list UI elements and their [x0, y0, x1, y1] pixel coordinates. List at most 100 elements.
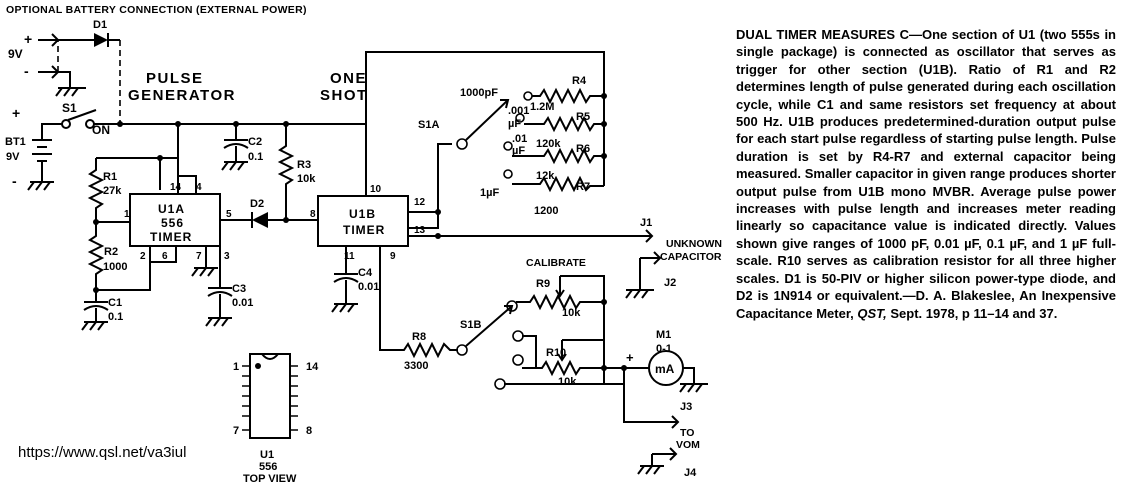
diode-d2: D2	[220, 198, 318, 228]
svg-text:M1: M1	[656, 329, 671, 341]
caption-body: One section of U1 (two 555s in single pa…	[736, 27, 1116, 321]
caption-source: QST,	[857, 305, 887, 321]
svg-text:µF: µF	[512, 145, 525, 157]
svg-text:C4: C4	[358, 267, 373, 279]
svg-text:S1B: S1B	[460, 319, 481, 331]
timer-u1b: U1B TIMER 10 12 8 13 11 9	[310, 51, 640, 262]
svg-text:D1: D1	[93, 19, 107, 31]
svg-text:R1: R1	[103, 171, 117, 183]
svg-text:R3: R3	[297, 159, 311, 171]
svg-text:12k: 12k	[536, 170, 555, 182]
jack-j3: J3 TO VOM	[623, 368, 700, 451]
diode-d1: D1	[93, 19, 121, 124]
one-shot-label: ONE	[330, 70, 367, 87]
svg-text:mA: mA	[655, 362, 675, 376]
svg-text:0.1: 0.1	[108, 311, 123, 323]
svg-text:2: 2	[140, 251, 146, 262]
svg-text:1.2M: 1.2M	[530, 101, 554, 113]
svg-text:1000pF: 1000pF	[460, 87, 498, 99]
svg-text:J1: J1	[640, 217, 652, 229]
svg-text:9V: 9V	[8, 47, 23, 61]
svg-text:10: 10	[370, 184, 382, 195]
svg-text:1: 1	[233, 361, 239, 373]
switch-s1b: S1B	[456, 300, 524, 390]
svg-text:1000: 1000	[103, 261, 127, 273]
u1-package-top-view: 1 14 7 8 U1 556 TOP VIEW	[233, 353, 319, 485]
svg-text:BT1: BT1	[5, 136, 26, 148]
svg-text:TIMER: TIMER	[343, 223, 385, 237]
svg-text:7: 7	[233, 425, 239, 437]
svg-text:-: -	[24, 63, 29, 79]
svg-text:.01: .01	[512, 133, 527, 145]
external-power-input: 9V + -	[8, 31, 94, 97]
svg-text:-: -	[12, 173, 17, 189]
svg-text:UNKNOWN: UNKNOWN	[666, 238, 722, 250]
svg-text:R8: R8	[412, 331, 426, 343]
resistor-r8: R8 3300	[379, 246, 458, 372]
svg-text:.001: .001	[508, 105, 529, 117]
switch-s1a: S1A 1000pF .001 µF .01 µF 1µF	[418, 87, 533, 199]
svg-text:10k: 10k	[562, 307, 581, 319]
svg-text:J3: J3	[680, 401, 692, 413]
schematic-diagram: OPTIONAL BATTERY CONNECTION (EXTERNAL PO…	[5, 4, 722, 485]
svg-text:0.01: 0.01	[232, 297, 253, 309]
svg-text:14: 14	[170, 182, 182, 193]
svg-text:5: 5	[226, 209, 232, 220]
svg-text:6: 6	[162, 251, 168, 262]
capacitor-c4: C4 0.01	[331, 246, 379, 313]
svg-text:8: 8	[306, 425, 312, 437]
svg-text:12: 12	[414, 197, 426, 208]
svg-text:J2: J2	[664, 277, 676, 289]
resistor-r6: R6 12k	[512, 143, 607, 182]
svg-text:ON: ON	[92, 123, 110, 137]
svg-text:C1: C1	[108, 297, 122, 309]
svg-text:TOP VIEW: TOP VIEW	[243, 473, 297, 485]
svg-text:C2: C2	[248, 136, 262, 148]
battery-note: OPTIONAL BATTERY CONNECTION (EXTERNAL PO…	[6, 4, 307, 16]
svg-text:1µF: 1µF	[480, 187, 499, 199]
timer-u1a: U1A 556 TIMER 14 4 1 5 2 6 7 3	[124, 158, 232, 277]
resistor-r2: R2 1000	[87, 219, 130, 290]
caption-tail: Sept. 1978, p 11–14 and 37.	[886, 305, 1058, 321]
svg-text:4: 4	[196, 182, 202, 193]
svg-text:14: 14	[306, 361, 319, 373]
svg-text:10k: 10k	[558, 376, 577, 388]
resistor-r3: R3 10k	[277, 124, 316, 220]
svg-text:1200: 1200	[534, 205, 558, 217]
jack-j1: J1 UNKNOWN CAPACITOR	[640, 217, 722, 263]
svg-text:120k: 120k	[536, 138, 561, 150]
svg-text:VOM: VOM	[676, 439, 700, 451]
svg-text:7: 7	[196, 251, 202, 262]
resistor-r1: R1 27k	[87, 124, 179, 222]
jack-j2: J2	[625, 251, 676, 299]
svg-text:0.01: 0.01	[358, 281, 379, 293]
jack-j4: J4	[637, 447, 697, 479]
svg-text:R5: R5	[576, 111, 590, 123]
source-url[interactable]: https://www.qsl.net/va3iul	[18, 444, 187, 461]
meter-m1: M1 0-1 + mA	[624, 329, 708, 393]
svg-text:0.1: 0.1	[248, 151, 263, 163]
caption: DUAL TIMER MEASURES C—One section of U1 …	[736, 26, 1116, 322]
switch-s1: S1 ON	[61, 101, 366, 137]
svg-text:11: 11	[344, 251, 355, 262]
pulse-generator-label: PULSE	[146, 70, 204, 87]
svg-text:C3: C3	[232, 283, 246, 295]
svg-text:9V: 9V	[6, 151, 20, 163]
svg-text:8: 8	[310, 209, 316, 220]
svg-text:CAPACITOR: CAPACITOR	[660, 251, 722, 263]
caption-title: DUAL TIMER MEASURES C—	[736, 27, 922, 42]
capacitor-c3: C3 0.01	[205, 246, 253, 327]
capacitor-c2: C2 0.1	[221, 124, 263, 171]
svg-text:+: +	[24, 31, 32, 47]
svg-text:556: 556	[161, 216, 184, 230]
svg-text:13: 13	[414, 225, 426, 236]
svg-text:R2: R2	[104, 246, 118, 258]
pulse-generator-label-2: GENERATOR	[128, 87, 236, 104]
svg-text:3300: 3300	[404, 360, 428, 372]
capacitor-c1: C1 0.1	[81, 250, 151, 331]
calibrate-pot-r9: CALIBRATE R9 10k	[516, 257, 607, 384]
svg-text:S1: S1	[62, 101, 77, 115]
resistor-r7: R7 1200	[512, 175, 604, 217]
svg-text:10k: 10k	[297, 173, 316, 185]
svg-text:D2: D2	[250, 198, 264, 210]
